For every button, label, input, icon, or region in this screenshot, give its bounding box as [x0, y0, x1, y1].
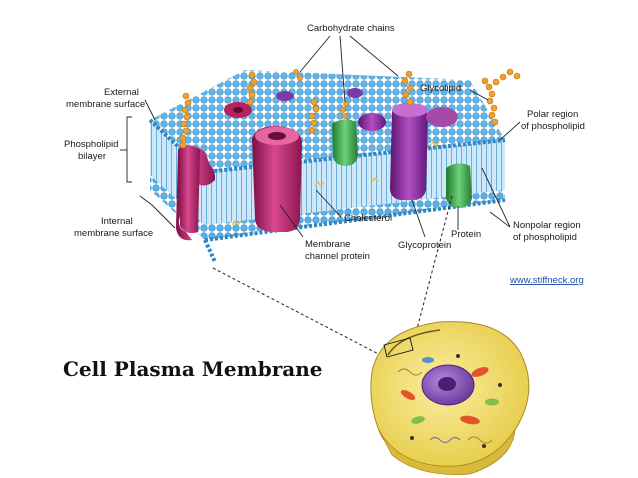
label-external-surface-2: membrane surface: [66, 99, 145, 110]
green-protein-2: [446, 163, 472, 208]
carb-chain-center: [293, 69, 349, 119]
cell-illustration: [370, 321, 530, 475]
label-protein: Protein: [451, 229, 481, 240]
label-polar-region-1: Polar region: [527, 109, 578, 120]
channel-protein: [252, 125, 302, 232]
purple-top-protein: [358, 107, 458, 131]
carb-chain-glycolipid: [481, 68, 521, 126]
carb-chain-right: [401, 70, 414, 106]
label-external-surface-1: External: [104, 87, 139, 98]
label-glycolipid: Glycolipid: [420, 83, 461, 94]
label-internal-surface-2: membrane surface: [74, 228, 153, 239]
left-protein: [176, 145, 216, 241]
label-membrane-channel-1: Membrane: [305, 239, 350, 250]
zoom-lines: [212, 195, 453, 361]
labels: Carbohydrate chains External membrane su…: [64, 23, 585, 262]
label-phospholipid-bilayer-1: Phospholipid: [64, 139, 118, 150]
carb-chain-left: [179, 92, 192, 149]
label-glycoprotein: Glycoprotein: [398, 240, 451, 251]
label-nonpolar-region-1: Nonpolar region: [513, 220, 581, 231]
page-title: Cell Plasma Membrane: [63, 357, 323, 381]
green-protein-1: [332, 119, 358, 166]
carb-chain-mid1: [246, 71, 258, 106]
carbohydrate-chains: [179, 68, 521, 149]
label-phospholipid-bilayer-2: bilayer: [78, 151, 106, 162]
surface-proteins: [224, 88, 363, 118]
carb-chain-mid2: [308, 98, 320, 134]
label-nonpolar-region-2: of phospholipid: [513, 232, 577, 243]
label-carbohydrate-chains: Carbohydrate chains: [307, 23, 395, 34]
label-polar-region-2: of phospholipid: [521, 121, 585, 132]
glycoprotein: [390, 102, 428, 200]
label-membrane-channel-2: channel protein: [305, 251, 370, 262]
cholesterol-molecules: [231, 140, 440, 227]
leader-lines: [120, 35, 521, 238]
label-internal-surface-1: Internal: [101, 216, 133, 227]
label-cholesterol: Cholesterol: [344, 213, 392, 224]
source-link[interactable]: www.stiffneck.org: [509, 275, 584, 286]
